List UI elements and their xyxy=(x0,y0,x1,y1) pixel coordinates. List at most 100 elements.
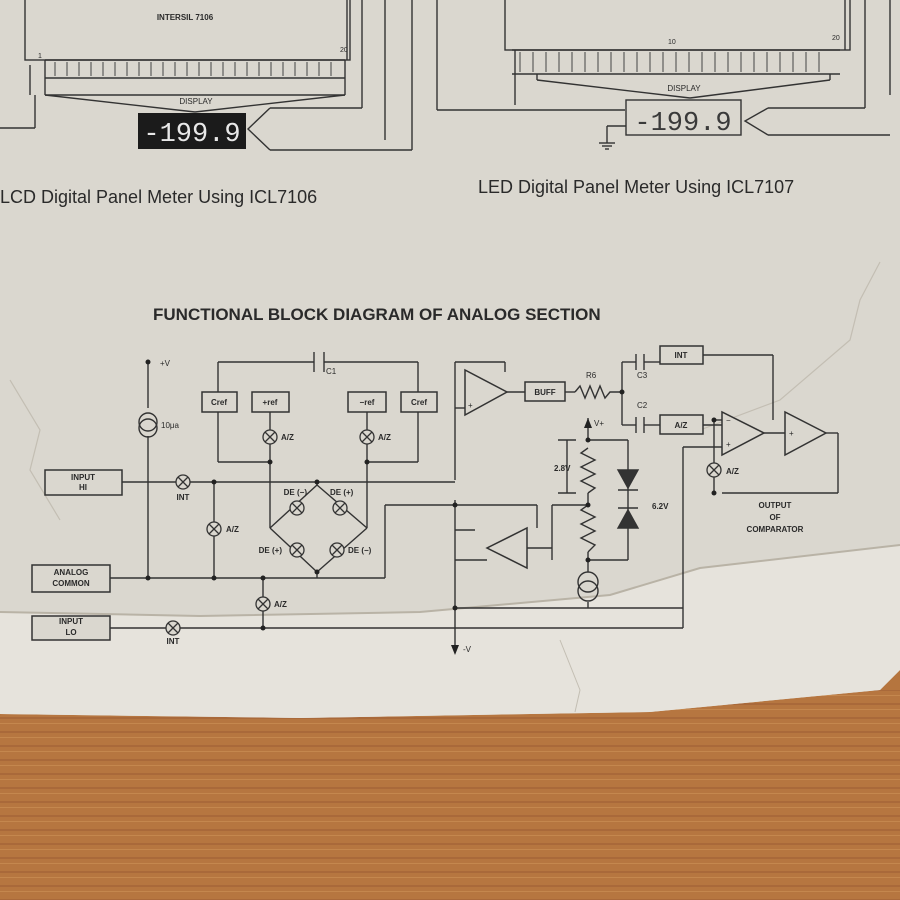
analog-wiring xyxy=(110,352,839,648)
az-label-5: A/Z xyxy=(726,467,739,476)
int-box xyxy=(659,345,704,365)
switch-az-5 xyxy=(706,462,722,478)
input-lo-box xyxy=(31,615,111,641)
v-2-8-label: 2.8V xyxy=(554,464,571,473)
paper-crease xyxy=(699,261,881,431)
minus-ref-box xyxy=(347,391,387,413)
pin-20-right-label: 20 xyxy=(832,35,840,42)
comparator-amp-2 xyxy=(784,410,828,457)
component-boxes xyxy=(31,345,704,641)
junction-dots xyxy=(145,359,717,655)
switches xyxy=(165,429,722,636)
led-meter-figure xyxy=(436,0,891,150)
comparator-amp-1 xyxy=(721,410,766,457)
paper-lower-flap xyxy=(0,545,900,718)
cref-left-box xyxy=(201,391,238,413)
switch-int-1 xyxy=(175,474,191,490)
op-amp-polarity: + + − + xyxy=(468,401,794,449)
cref-right-box xyxy=(400,391,438,413)
switch-de-plus-bottom xyxy=(289,542,305,558)
switch-de-plus-top xyxy=(332,500,348,516)
wooden-table xyxy=(0,690,900,900)
paper-fold-edge xyxy=(0,544,900,618)
switch-az-2 xyxy=(359,429,375,445)
switch-az-3 xyxy=(206,521,222,537)
int-label-1: INT xyxy=(177,493,190,502)
zero-cross-amp xyxy=(485,526,528,570)
plus-ref-label: +ref xyxy=(263,398,278,407)
lcd-readout: -199.9 xyxy=(143,120,240,150)
switch-az-4 xyxy=(255,596,271,612)
op-amps xyxy=(464,368,828,570)
c1-label: C1 xyxy=(326,367,337,376)
input-lo-line2: LO xyxy=(65,628,76,637)
az-box xyxy=(659,414,704,435)
input-hi-line2: HI xyxy=(79,483,87,492)
switch-az-1 xyxy=(262,429,278,445)
lcd-pin-row xyxy=(54,62,332,76)
v-plus-label: V+ xyxy=(594,419,604,428)
svg-text:+: + xyxy=(726,440,731,449)
svg-text:−: − xyxy=(726,416,731,425)
svg-text:+: + xyxy=(468,401,473,410)
input-lo-line1: INPUT xyxy=(59,617,83,626)
de-plus-top-label: DE (+) xyxy=(330,488,354,497)
c3-label: C3 xyxy=(637,371,648,380)
az-box-label: A/Z xyxy=(675,421,688,430)
output-line2: OF xyxy=(769,513,780,522)
lcd-caption: LCD Digital Panel Meter Using ICL7106 xyxy=(0,187,317,207)
r6-label: R6 xyxy=(586,371,597,380)
analog-common-box xyxy=(31,564,111,593)
az-label-1: A/Z xyxy=(281,433,294,442)
pin-1-label: 1 xyxy=(38,53,42,60)
az-label-3: A/Z xyxy=(226,525,239,534)
paper-sheet xyxy=(0,0,900,718)
buff-label: BUFF xyxy=(534,388,555,397)
pin-20-label: 20 xyxy=(340,47,348,54)
v-6-2-label: 6.2V xyxy=(652,502,669,511)
current-10ua-label: 10μa xyxy=(161,421,180,430)
led-readout: -199.9 xyxy=(634,109,731,139)
chip-label: INTERSIL 7106 xyxy=(157,13,214,22)
cref-left-label: Cref xyxy=(211,398,227,407)
paper-crease xyxy=(559,639,581,713)
switch-de-minus-top xyxy=(289,500,305,516)
current-source-10ua xyxy=(138,412,158,438)
az-label-2: A/Z xyxy=(378,433,391,442)
analog-common-line2: COMMON xyxy=(52,579,90,588)
c2-label: C2 xyxy=(637,401,648,410)
integrator-amp xyxy=(464,368,509,417)
plus-v-label: +V xyxy=(160,359,171,368)
input-hi-line1: INPUT xyxy=(71,473,95,482)
analog-common-line1: ANALOG xyxy=(54,568,89,577)
svg-text:+: + xyxy=(789,429,794,438)
int-label-2: INT xyxy=(167,637,180,646)
switch-int-2 xyxy=(165,620,181,636)
az-label-4: A/Z xyxy=(274,600,287,609)
lcd-readout-panel xyxy=(138,113,246,149)
minus-v-label: -V xyxy=(463,645,472,654)
de-plus-bottom-label: DE (+) xyxy=(259,546,283,555)
pin-10-label: 10 xyxy=(668,39,676,46)
led-readout-panel xyxy=(625,99,742,136)
display-label-right: DISPLAY xyxy=(667,84,701,93)
de-minus-bottom-label: DE (−) xyxy=(348,546,372,555)
display-label-left: DISPLAY xyxy=(179,97,213,106)
output-line1: OUTPUT xyxy=(759,501,792,510)
current-source-bottom xyxy=(577,571,599,602)
lcd-meter-figure xyxy=(0,0,413,151)
diagram-title: FUNCTIONAL BLOCK DIAGRAM OF ANALOG SECTI… xyxy=(153,305,601,324)
switch-de-minus-bottom xyxy=(329,542,345,558)
de-minus-top-label: DE (−) xyxy=(284,488,308,497)
led-pin-row xyxy=(519,52,820,72)
input-hi-box xyxy=(44,469,123,496)
buff-box xyxy=(524,381,566,402)
led-caption: LED Digital Panel Meter Using ICL7107 xyxy=(478,177,794,197)
output-line3: COMPARATOR xyxy=(747,525,804,534)
int-box-label: INT xyxy=(675,351,688,360)
plus-ref-box xyxy=(251,391,290,413)
minus-ref-label: −ref xyxy=(360,398,375,407)
cref-right-label: Cref xyxy=(411,398,427,407)
